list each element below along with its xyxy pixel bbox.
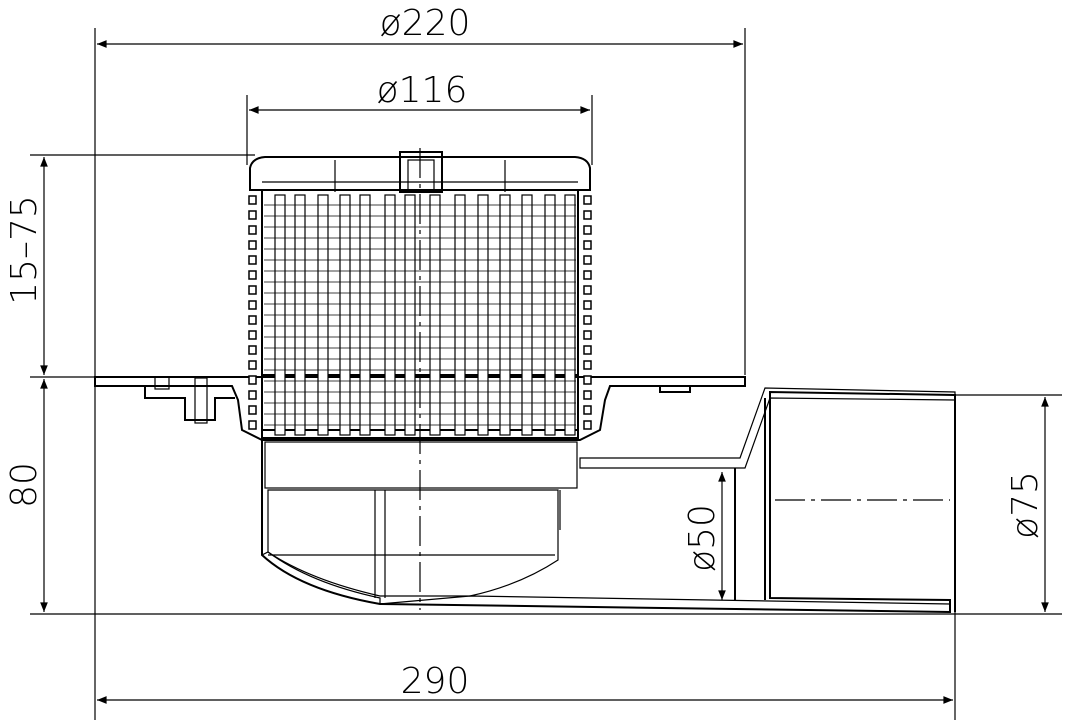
grate-tooth: [583, 375, 592, 385]
grate-tooth: [583, 330, 592, 340]
grate-tooth: [248, 285, 257, 295]
grate-tooth: [583, 285, 592, 295]
dim-outlet-inner: ø50: [682, 504, 723, 572]
grate-tooth: [583, 405, 592, 415]
grate-tooth: [583, 210, 592, 220]
dim-outlet-outer: ø75: [1005, 471, 1046, 539]
grate-tooth: [248, 375, 257, 385]
dim-top-diameter: ø220: [380, 3, 471, 44]
drain-body: [260, 387, 956, 614]
grate-tooth: [248, 195, 257, 205]
grate-tooth: [248, 270, 257, 280]
grate-tooth: [248, 405, 257, 415]
grate-tooth: [583, 225, 592, 235]
grate-tooth: [583, 240, 592, 250]
grate-tooth: [248, 255, 257, 265]
grate-tooth: [583, 255, 592, 265]
grate-tooth: [248, 390, 257, 400]
grate-tooth: [248, 300, 257, 310]
grate-cap: [249, 151, 591, 193]
grate-tooth: [583, 195, 592, 205]
grate-tooth: [248, 360, 257, 370]
flange: [94, 376, 746, 441]
grate-tooth: [248, 210, 257, 220]
dim-grate-diameter: ø116: [377, 70, 468, 111]
grate-tooth: [583, 390, 592, 400]
grate-tooth: [583, 360, 592, 370]
extension-lines: [30, 28, 1062, 720]
dim-height-adjust: 15–75: [4, 195, 45, 305]
dim-total-length: 290: [401, 661, 470, 702]
center-lines: [419, 148, 950, 610]
grate-tooth: [583, 270, 592, 280]
dimension-lines: [40, 40, 1049, 704]
grate-tooth: [248, 330, 257, 340]
grate-tooth: [583, 315, 592, 325]
grate-tooth: [583, 345, 592, 355]
grate-tooth: [248, 420, 257, 430]
grate-tooth: [248, 225, 257, 235]
dim-body-height: 80: [4, 462, 45, 508]
grate-tooth: [248, 240, 257, 250]
grate-tooth: [248, 315, 257, 325]
grate-tooth: [248, 345, 257, 355]
grate-tooth: [583, 420, 592, 430]
grate-tooth: [583, 300, 592, 310]
